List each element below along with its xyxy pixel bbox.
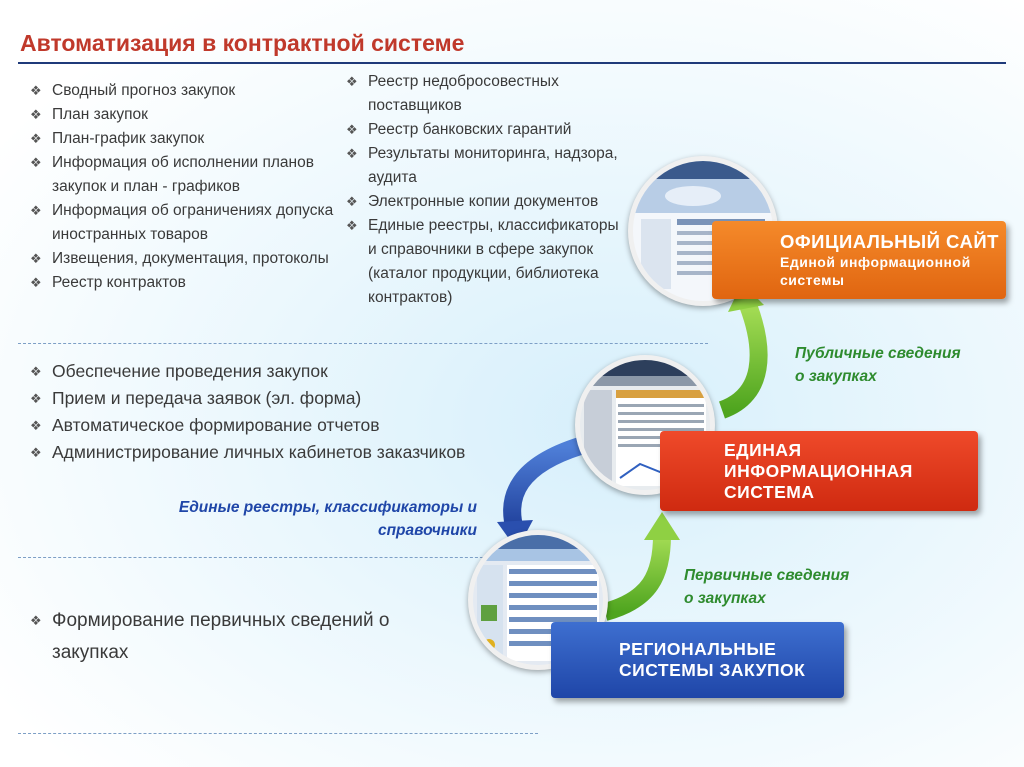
arrow-registries — [503, 437, 583, 533]
bullet-diamond-icon: ❖ — [346, 122, 358, 137]
bullet-diamond-icon: ❖ — [30, 613, 42, 628]
list-item-text: Единые реестры, классификаторы и справоч… — [368, 217, 619, 306]
bullet-diamond-icon: ❖ — [30, 418, 42, 433]
page-title: Автоматизация в контрактной системе — [20, 30, 465, 56]
bullet-diamond-icon: ❖ — [346, 74, 358, 89]
bullet-diamond-icon: ❖ — [30, 445, 42, 460]
regional-line2: СИСТЕМЫ ЗАКУПОК — [619, 660, 806, 680]
list-item-text: Реестр недобросовестных поставщиков — [368, 73, 559, 114]
list-item: ❖ Извещения, документация, протоколы — [22, 247, 342, 271]
list-item-text: Извещения, документация, протоколы — [52, 250, 329, 267]
bullet-diamond-icon: ❖ — [346, 146, 358, 161]
official-site-line1: ОФИЦИАЛЬНЫЙ САЙТ — [780, 231, 999, 252]
list-right: ❖ Реестр недобросовестных поставщиков ❖ Рее… — [338, 70, 628, 310]
divider-middle — [18, 557, 498, 558]
official-site-box: ОФИЦИАЛЬНЫЙ САЙТ Единой информационной с… — [712, 221, 1006, 299]
arrow-primary-head — [644, 512, 680, 540]
label-registries-line2: справочники — [377, 522, 477, 539]
arrow-primary — [602, 534, 671, 621]
label-registries-line1: Единые реестры, классификаторы и — [178, 499, 477, 516]
label-public-info: Публичные сведения о закупках — [795, 342, 961, 388]
list-item: ❖ Прием и передача заявок (эл. форма) — [22, 385, 542, 412]
bullet-diamond-icon: ❖ — [30, 203, 42, 218]
list-item-text: Реестр контрактов — [52, 274, 186, 291]
list-item: ❖ Результаты мониторинга, надзора, аудита — [338, 142, 628, 190]
eis-line1: ЕДИНАЯ — [724, 440, 802, 460]
bullet-diamond-icon: ❖ — [30, 391, 42, 406]
list-left: ❖ Сводный прогноз закупок ❖ План закупок ❖ Пл… — [22, 79, 342, 295]
label-registries: Единые реестры, классификаторы и справоч… — [140, 496, 477, 542]
label-public-line2: о закупках — [795, 368, 877, 385]
divider-bottom — [18, 733, 538, 734]
list-item-text: Обеспечение проведения закупок — [52, 361, 328, 381]
list-item-text: Автоматическое формирование отчетов — [52, 415, 380, 435]
bullet-diamond-icon: ❖ — [30, 107, 42, 122]
bullet-diamond-icon: ❖ — [346, 194, 358, 209]
list-item-text: Информация об исполнении планов закупок … — [52, 154, 314, 195]
list-item-text: Прием и передача заявок (эл. форма) — [52, 388, 362, 408]
list-item: ❖ Автоматическое формирование отчетов — [22, 412, 542, 439]
label-primary-info: Первичные сведения о закупках — [684, 564, 849, 610]
list-item: ❖ Администрирование личных кабинетов зака… — [22, 439, 542, 466]
list-item-text: Информация об ограничениях допуска иност… — [52, 202, 334, 243]
bullet-diamond-icon: ❖ — [346, 218, 358, 233]
regional-systems-box: РЕГИОНАЛЬНЫЕ СИСТЕМЫ ЗАКУПОК — [551, 622, 844, 698]
bullet-diamond-icon: ❖ — [30, 83, 42, 98]
list-bottom: ❖ Формирование первичных сведений о закуп… — [22, 605, 442, 669]
list-item: ❖ План-график закупок — [22, 127, 342, 151]
regional-line1: РЕГИОНАЛЬНЫЕ — [619, 639, 777, 659]
list-item-text: Формирование первичных сведений о закупк… — [52, 610, 390, 663]
official-site-line2: Единой информационной — [780, 254, 971, 270]
list-item: ❖ План закупок — [22, 103, 342, 127]
bullet-diamond-icon: ❖ — [30, 251, 42, 266]
bullet-diamond-icon: ❖ — [30, 275, 42, 290]
bullet-diamond-icon: ❖ — [30, 364, 42, 379]
list-item: ❖ Сводный прогноз закупок — [22, 79, 342, 103]
bullet-diamond-icon: ❖ — [30, 131, 42, 146]
eis-line2: ИНФОРМАЦИОННАЯ — [724, 461, 913, 481]
list-item-text: Электронные копии документов — [368, 193, 599, 210]
list-item-text: Результаты мониторинга, надзора, аудита — [368, 145, 618, 186]
official-site-line3: системы — [780, 272, 845, 288]
eis-line3: СИСТЕМА — [724, 482, 815, 502]
list-item: ❖ Информация об ограничениях допуска инос… — [22, 199, 342, 247]
label-primary-line2: о закупках — [684, 590, 766, 607]
divider-top — [18, 343, 708, 344]
list-item: ❖ Формирование первичных сведений о закуп… — [22, 605, 442, 669]
list-item: ❖ Обеспечение проведения закупок — [22, 358, 542, 385]
list-item-text: Администрирование личных кабинетов заказ… — [52, 442, 466, 462]
list-item-text: План-график закупок — [52, 130, 205, 147]
label-primary-line1: Первичные сведения — [684, 567, 850, 584]
list-item-text: Сводный прогноз закупок — [52, 82, 236, 99]
eis-box: ЕДИНАЯ ИНФОРМАЦИОННАЯ СИСТЕМА — [660, 431, 978, 511]
list-item: ❖ Реестр банковских гарантий — [338, 118, 628, 142]
label-public-line1: Публичные сведения — [795, 345, 961, 362]
bullet-diamond-icon: ❖ — [30, 155, 42, 170]
list-item: ❖ Реестр контрактов — [22, 271, 342, 295]
list-item: ❖ Реестр недобросовестных поставщиков — [338, 70, 628, 118]
list-item-text: Реестр банковских гарантий — [368, 121, 572, 138]
list-item: ❖ Единые реестры, классификаторы и справо… — [338, 214, 628, 310]
list-middle: ❖ Обеспечение проведения закупок ❖ Прием и … — [22, 358, 542, 466]
list-item: ❖ Электронные копии документов — [338, 190, 628, 214]
title-rule — [18, 62, 1006, 64]
arrow-public — [718, 301, 768, 419]
list-item-text: План закупок — [52, 106, 148, 123]
list-item: ❖ Информация об исполнении планов закупок… — [22, 151, 342, 199]
